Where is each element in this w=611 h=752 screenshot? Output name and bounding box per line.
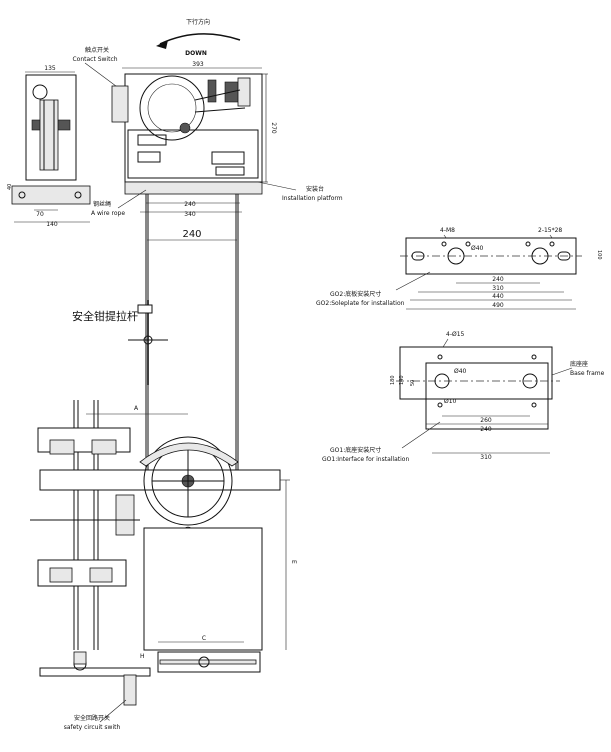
installation-platform-label-en: Installation platform [282, 195, 343, 202]
go1-dia-40: Ø40 [454, 368, 467, 375]
contact-switch-label-en: Contact Switch [72, 56, 117, 63]
go2-dim-3: 440 [492, 293, 504, 300]
dim-side-70: 70 [36, 211, 44, 218]
go2-dim-1: 240 [492, 276, 504, 283]
go1-interface: 4-Ø15 Ø40 Ø10 180 140 50 260 240 310 底座座… [322, 331, 605, 463]
wire-ropes: 240 [145, 194, 239, 476]
go1-base-frame-en: Base frame [570, 370, 605, 377]
go1-dim-1: 260 [480, 417, 492, 424]
dim-base-340: 340 [184, 211, 196, 218]
tension-sheave [143, 436, 233, 526]
direction-label-en: DOWN [185, 50, 207, 57]
dim-side-135: 135 [44, 65, 56, 72]
label-a: A [134, 405, 139, 412]
go2-dia: Ø40 [471, 245, 484, 252]
label-e: E [290, 560, 297, 564]
governor-sheave [139, 75, 205, 141]
safety-switch-label-cn: 安全回路开关 [74, 714, 110, 722]
governor-side-view: 135 40 70 140 钢丝绳 A wire rope [7, 65, 147, 228]
go2-soleplate: 4-M8 2-15*28 Ø40 100 240 310 440 490 GO2… [316, 227, 602, 310]
safety-switch-label-en: safety circuit swith [64, 724, 121, 731]
go2-side-dim: 100 [596, 250, 602, 260]
label-c: C [202, 635, 206, 642]
go2-title-cn: GO2:底板安装尺寸 [330, 290, 381, 298]
go2-hole-note-1: 4-M8 [440, 227, 455, 234]
dim-side-140: 140 [46, 221, 58, 228]
go1-dia-10: Ø10 [444, 398, 457, 405]
contact-switch [111, 85, 129, 123]
go1-base-frame-cn: 底座座 [570, 360, 588, 368]
dim-rope-spacing: 240 [182, 229, 201, 240]
installation-platform [124, 181, 263, 195]
governor-assembly: 下行方向 DOWN 触点开关 Contact Switch 393 [72, 18, 342, 218]
label-h: H [140, 653, 145, 660]
safety-gear-rod-label: 安全钳提拉杆 [72, 309, 138, 323]
installation-platform-label-cn: 安装台 [306, 185, 324, 193]
go2-dim-4: 490 [492, 302, 504, 309]
go1-title-en: GO1:Interface for installation [322, 456, 409, 463]
go1-side-dim-1: 180 [390, 375, 396, 385]
go1-hole-note: 4-Ø15 [446, 331, 465, 338]
dim-base-240: 240 [184, 201, 196, 208]
go1-side-dim-3: 50 [410, 380, 416, 386]
go1-side-dim-2: 140 [399, 375, 405, 385]
contact-switch-label-cn: 触点开关 [85, 46, 109, 54]
go2-dim-2: 310 [492, 285, 504, 292]
go1-dim-2: 240 [480, 426, 492, 433]
dim-top-width: 393 [192, 61, 204, 68]
go2-title-en: GO2:Soleplate for installation [316, 300, 405, 307]
wire-rope-label-en: A wire rope [91, 210, 125, 217]
tension-weight [143, 527, 263, 651]
direction-label-cn: 下行方向 [186, 18, 210, 26]
pit-tension-assembly: A E C H 安 [30, 400, 297, 731]
direction-arrow [159, 33, 241, 45]
dim-side-40: 40 [7, 184, 13, 190]
go2-hole-note-2: 2-15*28 [538, 227, 562, 234]
go1-dim-3: 310 [480, 454, 492, 461]
dim-height: 270 [270, 122, 277, 134]
safety-gear-rod: 安全钳提拉杆 [72, 300, 168, 385]
wire-rope-label-cn: 钢丝绳 [93, 200, 111, 208]
go1-title-cn: GO1:底座安装尺寸 [330, 446, 381, 454]
